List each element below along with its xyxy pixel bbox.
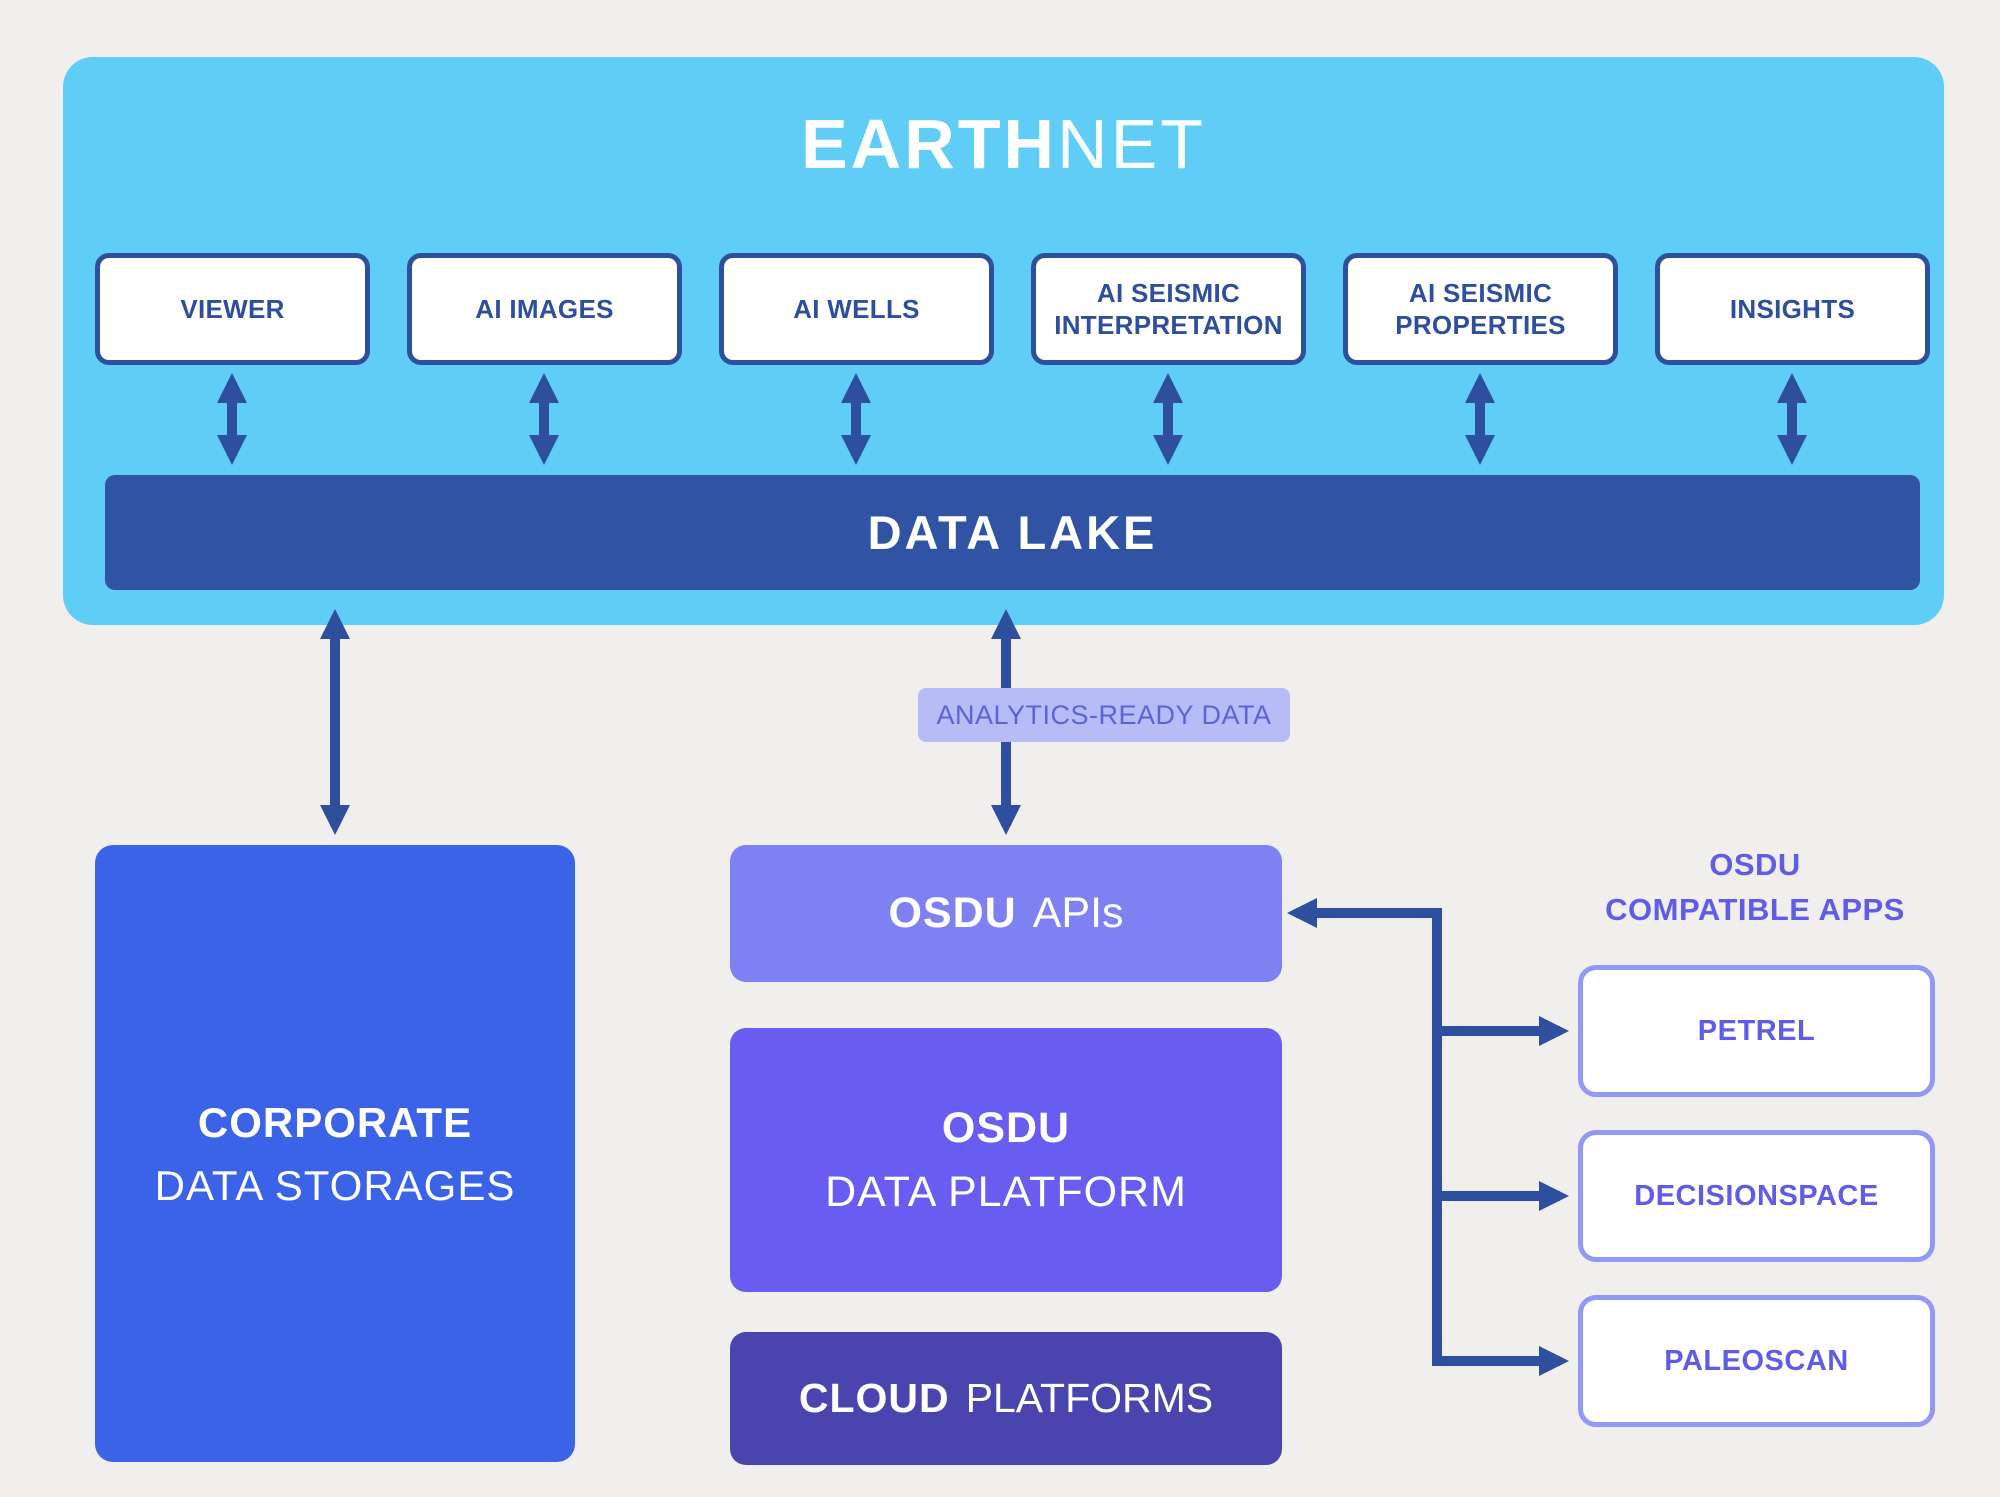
compatible-app-decisionspace: DECISIONSPACE — [1578, 1130, 1935, 1262]
corporate-line2: DATA STORAGES — [154, 1161, 516, 1209]
compat-title-line2: COMPATIBLE APPS — [1605, 891, 1905, 927]
osdu-data-platform-box: OSDU DATA PLATFORM — [730, 1028, 1282, 1292]
compatible-app-paleoscan: PALEOSCAN — [1578, 1295, 1935, 1427]
osdu-apis-bold: OSDU — [888, 889, 1017, 937]
cloud-platforms-box: CLOUD PLATFORMS — [730, 1332, 1282, 1465]
analytics-ready-data-label: ANALYTICS-READY DATA — [918, 688, 1290, 742]
arrow-compatible-apps-to-osdu-apis — [1287, 898, 1442, 1363]
earthnet-title: EARTHNET — [63, 104, 1944, 184]
corporate-data-storages-box: CORPORATE DATA STORAGES — [95, 845, 575, 1462]
cloud-platforms-bold: CLOUD — [798, 1375, 950, 1421]
earthnet-title-bold: EARTH — [800, 105, 1058, 183]
cloud-platforms-light: PLATFORMS — [965, 1375, 1214, 1421]
compat-title-line1: OSDU — [1709, 847, 1801, 882]
app-box-ai-images: AI IMAGES — [407, 253, 682, 365]
app-box-ai-seismic-properties: AI SEISMIC PROPERTIES — [1343, 253, 1618, 365]
osdu-apis-box: OSDU APIs — [730, 845, 1282, 982]
app-box-insights: INSIGHTS — [1655, 253, 1930, 365]
compatible-app-petrel: PETREL — [1578, 965, 1935, 1097]
earthnet-title-light: NET — [1057, 105, 1207, 183]
app-box-ai-seismic-interpretation: AI SEISMIC INTERPRETATION — [1031, 253, 1306, 365]
corporate-line1: CORPORATE — [197, 1098, 473, 1146]
earthnet-app-row: VIEWER AI IMAGES AI WELLS AI SEISMIC INT… — [95, 253, 1930, 365]
osdu-compatible-apps-title: OSDU COMPATIBLE APPS — [1540, 843, 1970, 933]
osdu-platform-line1: OSDU — [941, 1103, 1071, 1152]
osdu-apis-light: APIs — [1032, 889, 1124, 937]
data-lake-bar: DATA LAKE — [105, 475, 1920, 590]
app-box-viewer: VIEWER — [95, 253, 370, 365]
osdu-platform-line2: DATA PLATFORM — [825, 1168, 1187, 1216]
app-box-ai-wells: AI WELLS — [719, 253, 994, 365]
